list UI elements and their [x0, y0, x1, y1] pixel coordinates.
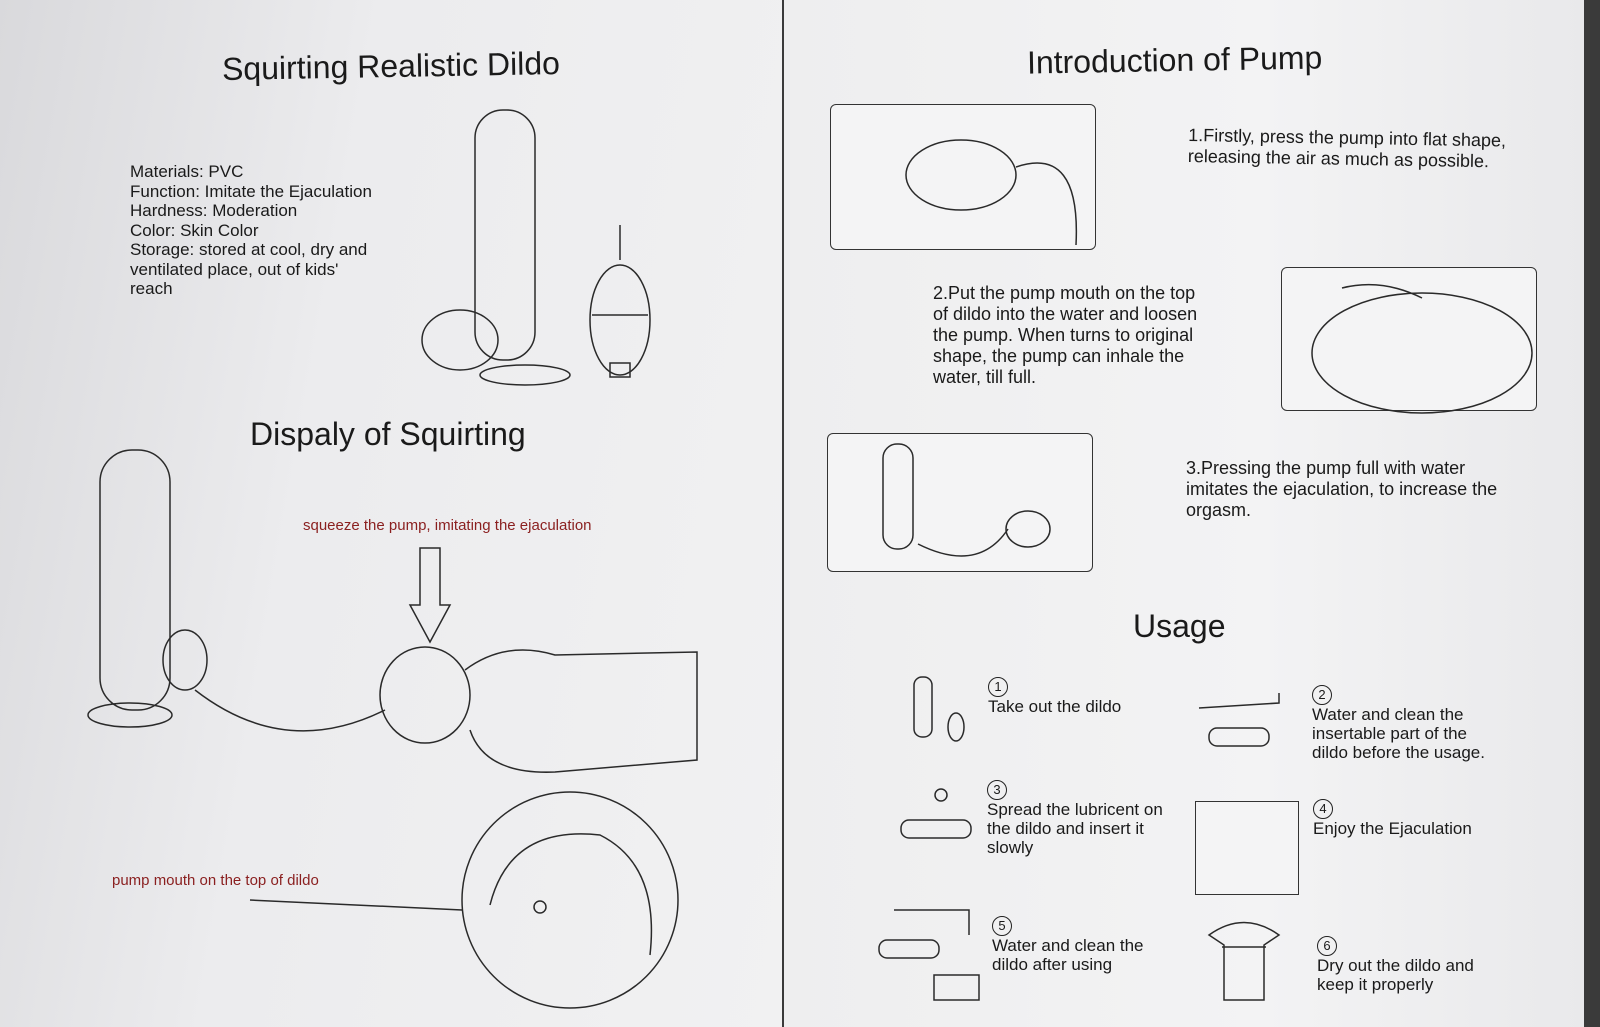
spec-storage-3: reach [130, 279, 173, 298]
usage-number: 5 [992, 916, 1012, 936]
usage-text: Enjoy the Ejaculation [1313, 819, 1472, 838]
spec-storage-1: Storage: stored at cool, dry and [130, 240, 368, 259]
pump-mouth-detail [249, 791, 679, 1009]
usage-item-3: 3 Spread the lubricent on the dildo and … [987, 779, 1167, 857]
step-1-image [830, 104, 1096, 250]
usage-item-1: 1 Take out the dildo [988, 676, 1168, 716]
usage-number: 6 [1317, 936, 1337, 956]
spec-storage-2: ventilated place, out of kids' [130, 259, 339, 279]
spec-function: Function: Imitate the Ejaculation [130, 181, 372, 201]
usage-number: 2 [1312, 685, 1332, 705]
squirting-illustration [87, 449, 698, 773]
usage-3-icon [900, 788, 972, 839]
usage-text: Take out the dildo [988, 697, 1122, 716]
usage-text: Spread the lubricent on the dildo and in… [987, 800, 1163, 857]
usage-text: Water and clean the insertable part of t… [1312, 705, 1485, 762]
right-page: Introduction of Pump 1.Firstly, press th… [784, 0, 1584, 1027]
left-page: Squirting Realistic Dildo Materials: PVC… [0, 0, 782, 1027]
usage-item-4: 4 Enjoy the Ejaculation [1313, 798, 1503, 838]
usage-item-6: 6 Dry out the dildo and keep it properly [1317, 935, 1507, 994]
usage-title: Usage [1133, 608, 1226, 644]
usage-number: 4 [1313, 799, 1333, 819]
step-3-image [827, 433, 1093, 572]
spec-color: Color: Skin Color [130, 220, 259, 240]
product-illustration [421, 109, 651, 386]
usage-2-icon [1198, 693, 1280, 747]
usage-6-icon [1207, 921, 1281, 1001]
step-2-image [1281, 267, 1537, 414]
usage-number: 3 [987, 780, 1007, 800]
usage-text: Water and clean the dildo after using [992, 936, 1144, 974]
usage-5-icon [878, 909, 980, 1001]
step-2-text: 2.Put the pump mouth on the top of dildo… [933, 283, 1198, 387]
spec-materials: Materials: PVC [130, 162, 244, 181]
annotation-squeeze: squeeze the pump, imitating the ejaculat… [303, 517, 592, 534]
usage-text: Dry out the dildo and keep it properly [1317, 956, 1474, 994]
spec-hardness: Hardness: Moderation [130, 201, 298, 220]
spec-list: Materials: PVC Function: Imitate the Eja… [130, 162, 400, 299]
usage-item-2: 2 Water and clean the insertable part of… [1312, 684, 1502, 762]
usage-4-image [1195, 801, 1299, 895]
usage-number: 1 [988, 677, 1008, 697]
usage-item-5: 5 Water and clean the dildo after using [992, 915, 1172, 974]
product-title: Squirting Realistic Dildo [221, 45, 561, 87]
pump-intro-title: Introduction of Pump [1026, 39, 1323, 81]
display-title: Dispaly of Squirting [250, 416, 526, 452]
step-3-text: 3.Pressing the pump full with water imit… [1186, 458, 1498, 520]
annotation-pump-mouth: pump mouth on the top of dildo [112, 872, 319, 889]
usage-1-icon [913, 676, 965, 742]
step-1-text: 1.Firstly, press the pump into flat shap… [1187, 124, 1507, 172]
